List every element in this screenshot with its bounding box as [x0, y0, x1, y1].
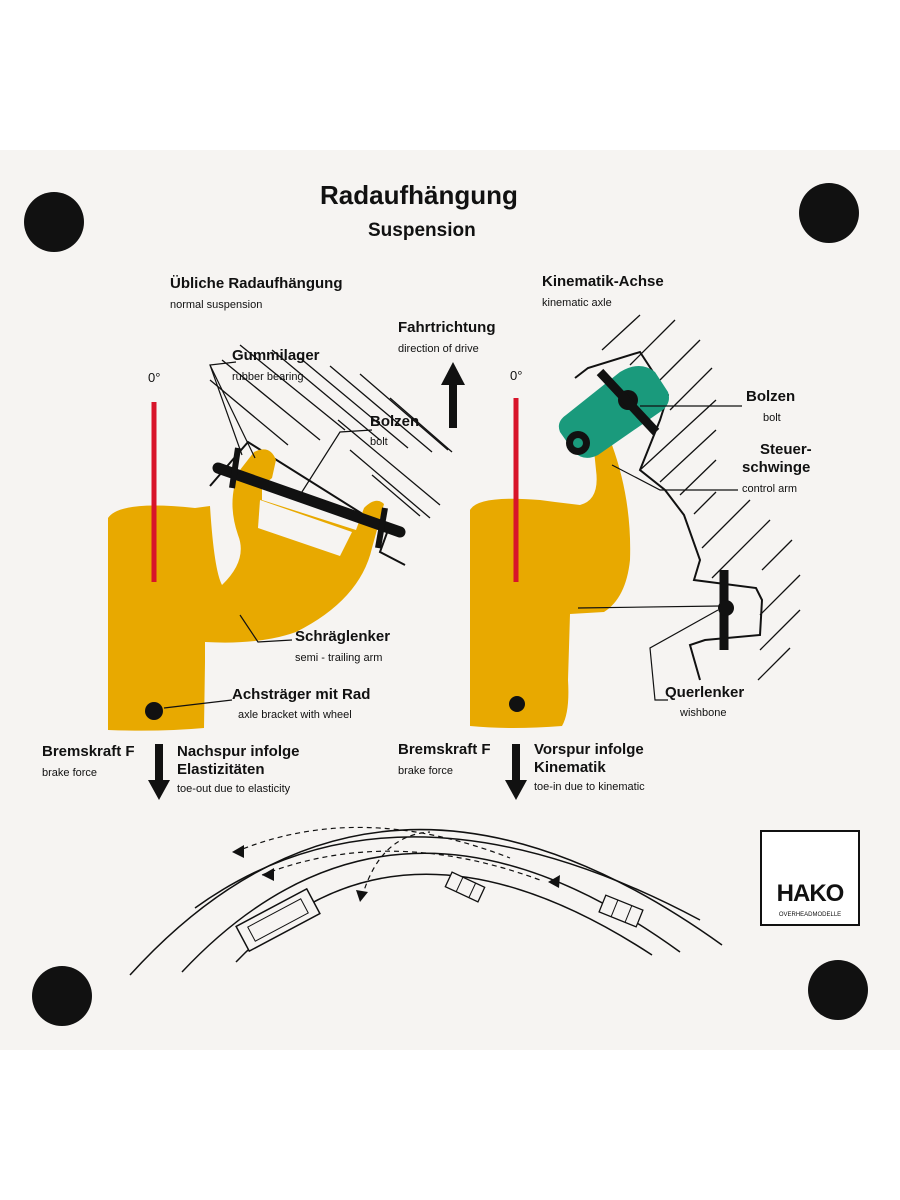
toe-out-label-2: Elastizitäten	[177, 761, 265, 778]
drive-direction-label: Fahrtrichtung	[398, 319, 496, 336]
bolt-rod	[212, 462, 406, 538]
right-heading-en: kinematic axle	[542, 297, 612, 309]
semi-trailing-arm-label-en: semi - trailing arm	[295, 652, 383, 664]
brake-force-label-left-en: brake force	[42, 767, 98, 779]
axle-pivot-icon	[509, 696, 525, 712]
mounting-hole-icon	[799, 183, 859, 243]
brake-arrow-left	[148, 744, 170, 800]
right-leaders	[577, 405, 742, 701]
mounting-hole-icon	[24, 192, 84, 252]
brake-arrow-right	[505, 744, 527, 800]
arrowhead-icon	[262, 868, 274, 881]
bolt-label-right: Bolzen	[746, 388, 796, 405]
hako-logo: HAKO OVERHEADMODELLE	[760, 830, 860, 926]
left-angle-label: 0°	[148, 370, 161, 385]
arrowhead-icon	[548, 875, 560, 888]
control-arm-label-1: Steuer-	[760, 441, 812, 458]
brake-force-label-left: Bremskraft F	[42, 743, 135, 760]
bolt-label-left-en: bolt	[370, 436, 388, 448]
right-hatching	[601, 314, 801, 681]
arrowhead-icon	[356, 890, 368, 902]
control-arm-label-en: control arm	[742, 483, 798, 495]
page-title: Radaufhängung	[320, 180, 518, 210]
bolt-head	[229, 447, 241, 489]
car-large-icon	[235, 887, 321, 953]
mounting-hole-icon	[32, 966, 92, 1026]
logo-brand: HAKO	[776, 880, 845, 907]
control-arm-label-2: schwinge	[742, 459, 811, 476]
car-small-icon	[598, 894, 644, 928]
drive-direction-label-en: direction of drive	[398, 343, 479, 355]
semi-trailing-arm-label: Schräglenker	[295, 628, 391, 645]
page-subtitle: Suspension	[368, 220, 476, 241]
toe-in-label-2: Kinematik	[534, 759, 606, 776]
left-heading-en: normal suspension	[170, 299, 263, 311]
toe-out-label-en: toe-out due to elasticity	[177, 783, 291, 795]
wishbone-pivot-icon	[718, 600, 734, 616]
toe-in-label-1: Vorspur infolge	[534, 741, 644, 758]
drive-direction-arrow	[441, 362, 465, 428]
wishbone-label-en: wishbone	[680, 707, 727, 719]
bolt-label-right-en: bolt	[763, 412, 781, 424]
kinematic-arm	[470, 445, 631, 728]
rubber-bearing-label: Gummilager	[232, 347, 320, 364]
mounting-hole-icon	[808, 960, 868, 1020]
left-heading: Übliche Radaufhängung	[170, 275, 343, 292]
wishbone-label: Querlenker	[665, 684, 745, 701]
brake-force-label-right-en: brake force	[398, 765, 454, 777]
brake-force-label-right: Bremskraft F	[398, 741, 491, 758]
logo-subtitle: OVERHEADMODELLE	[778, 912, 842, 918]
toe-in-label-en: toe-in due to kinematic	[534, 781, 645, 793]
bolt-nut	[375, 507, 388, 549]
car-middle-icon	[444, 871, 486, 903]
axle-bracket-label: Achsträger mit Rad	[232, 686, 371, 703]
toe-out-label-1: Nachspur infolge	[177, 743, 300, 760]
arrowhead-icon	[232, 845, 244, 858]
left-leaders	[163, 361, 373, 709]
bolt-label-left: Bolzen	[370, 413, 420, 430]
motion-arrows	[234, 826, 541, 898]
rubber-bearing-label-en: rubber bearing	[232, 371, 304, 383]
link-pivot-inner	[573, 438, 583, 448]
left-hatching	[209, 344, 453, 519]
arm-slot	[258, 500, 352, 556]
right-angle-label: 0°	[510, 368, 523, 383]
axle-bracket-label-en: axle bracket with wheel	[238, 709, 352, 721]
axle-pivot-icon	[145, 702, 163, 720]
bolt-bar-top	[596, 368, 660, 436]
right-heading: Kinematik-Achse	[542, 273, 664, 290]
